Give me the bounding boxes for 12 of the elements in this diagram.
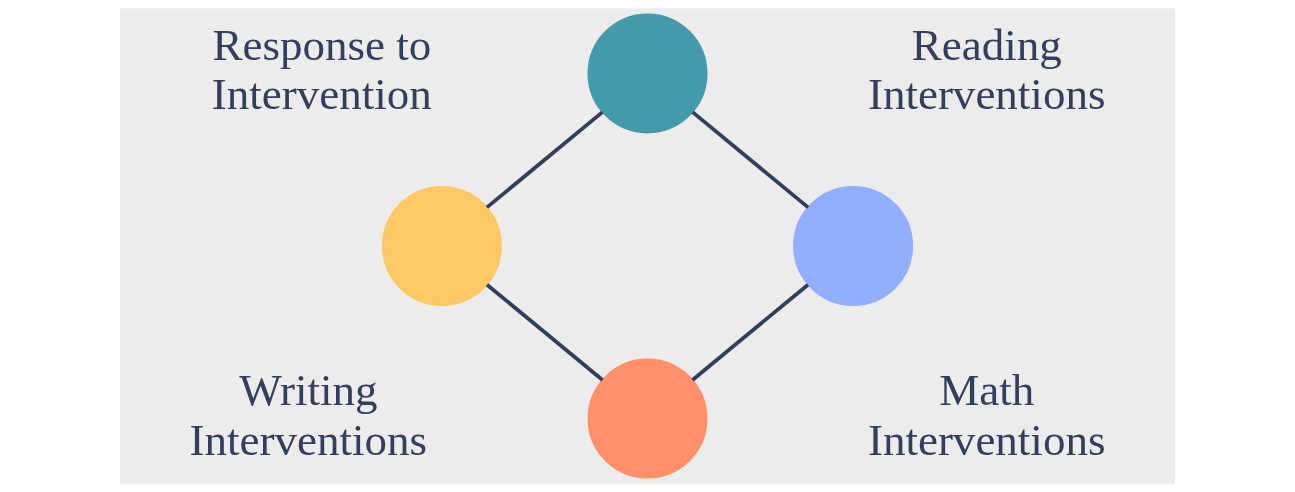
node-circle — [587, 13, 708, 134]
connector — [485, 283, 604, 382]
node-circle — [793, 185, 914, 307]
node-circle — [587, 358, 708, 479]
label: Math Interventions — [867, 365, 1106, 465]
label: Reading Interventions — [867, 19, 1106, 120]
connector — [691, 110, 810, 209]
node-circle — [381, 185, 502, 307]
label: Writing Interventions — [189, 365, 428, 465]
label: Response to Intervention — [211, 19, 432, 120]
connector — [485, 110, 604, 209]
connector — [691, 283, 810, 382]
